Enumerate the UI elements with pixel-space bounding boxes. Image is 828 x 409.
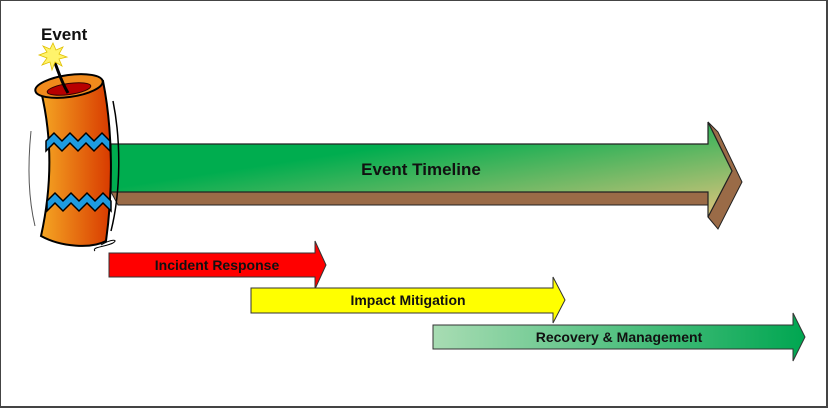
timeline-label: Event Timeline (361, 160, 481, 179)
phase-impact-mitigation-arrow: Impact Mitigation (250, 276, 566, 324)
firecracker-icon (28, 42, 120, 252)
timeline-arrow-depth (110, 191, 709, 206)
phase-recovery-management-arrow: Recovery & Management (432, 312, 806, 362)
spark-icon (37, 42, 69, 72)
event-timeline-arrow: Event Timeline (110, 121, 743, 230)
phase-label: Recovery & Management (536, 329, 703, 345)
timeline-arrow-face (110, 121, 733, 218)
event-label: Event (41, 25, 88, 44)
phase-incident-response-arrow: Incident Response (108, 240, 327, 290)
phase-label: Incident Response (155, 257, 280, 273)
phase-label: Impact Mitigation (350, 292, 465, 308)
